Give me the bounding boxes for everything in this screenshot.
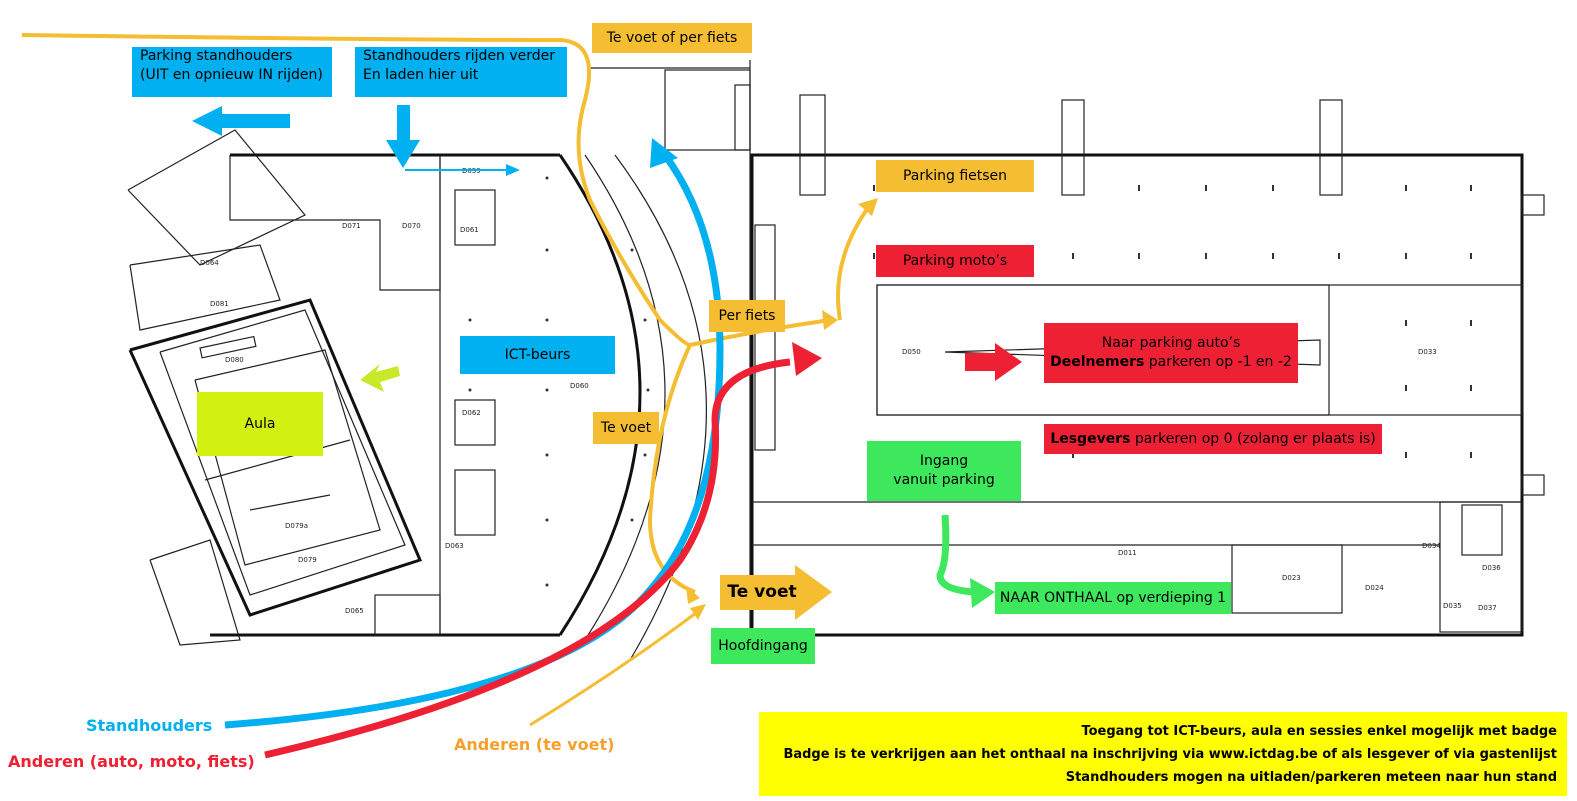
arrow-anderen-auto-icon [792,342,822,376]
room-label: D065 [345,607,364,615]
arrow-laden-uit-icon [386,105,420,168]
room-label: D011 [1118,549,1137,557]
route-anderen-voet-line [529,608,701,727]
room-label: D023 [1282,574,1301,582]
notice-line: Standhouders mogen na uitladen/parkeren … [1065,770,1557,785]
te-voet-big-arrow [720,565,832,620]
room-label: D035 [1443,602,1462,610]
room-label: D060 [570,382,589,390]
room-label: D034 [1422,542,1441,550]
room-label: D071 [342,222,361,230]
room-label: D062 [462,409,481,417]
label-te-voet-of-per-fiets: Te voet of per fiets [592,23,752,53]
label-naar-parking: Naar parking auto’s Deelnemers parkeren … [1044,323,1298,383]
arrow-per-fiets-icon [822,310,838,330]
route-voet-fiets-line [21,33,691,347]
room-label: D080 [225,356,244,364]
left-wing-plan [127,129,441,646]
room-label: D081 [210,300,229,308]
legend-standhouders: Standhouders [86,716,213,735]
room-label: D036 [1482,564,1501,572]
label-lesgevers-rest: parkeren op 0 (zolang er plaats is) [1130,430,1376,447]
route-fiets-up-line [836,203,872,321]
legend-anderen-voet: Anderen (te voet) [454,735,615,754]
stair-block-plan [590,60,751,635]
room-label: D079a [285,522,308,530]
label-deelnemers-rest: parkeren op -1 en -2 [1144,354,1292,370]
label-naar-onthaal: NAAR ONTHAAL op verdieping 1 [995,582,1231,614]
notice-line: Toegang tot ICT-beurs, aula en sessies e… [1081,724,1557,739]
room-label: D070 [402,222,421,230]
route-standhouders-line [224,152,724,729]
label-standhouders-rijden-line2: En laden hier uit [363,66,479,83]
label-ict-beurs: ICT-beurs [460,336,615,374]
room-label: D033 [1418,348,1437,356]
room-label: D037 [1478,604,1497,612]
room-label: D063 [445,542,464,550]
room-label: D024 [1365,584,1384,592]
arrow-anderen-voet-icon [690,604,706,620]
label-parking-standhouders-line2: (UIT en opnieuw IN rijden) [140,66,323,83]
route-arrows [21,33,1022,759]
label-lesgevers-bold: Lesgevers [1050,430,1131,447]
label-standhouders-rijden: Standhouders rijden verder En laden hier… [355,47,567,97]
label-deelnemers: Deelnemers [1050,354,1145,370]
arrow-fiets-up-icon [858,198,878,216]
room-label: D064 [200,259,219,267]
arrow-parking-standhouders-icon [192,106,290,136]
room-label: D050 [902,348,921,356]
label-te-voet-big: Te voet [727,581,797,602]
label-te-voet-small: Te voet [593,412,659,444]
route-onthaal-line [936,514,976,596]
label-parking-standhouders: Parking standhouders (UIT en opnieuw IN … [132,47,332,97]
label-aula: Aula [197,392,323,456]
label-hoofdingang: Hoofdingang [711,628,815,664]
ict-hall-plan [210,153,707,661]
label-parking-standhouders-line1: Parking standhouders [140,48,293,64]
label-parking-fietsen: Parking fietsen [876,160,1034,192]
arrow-te-voet-icon [686,586,700,604]
label-parking-motos: Parking moto’s [876,245,1034,277]
label-ingang-parking: Ingang vanuit parking [867,441,1021,501]
arrow-onthaal-icon [970,578,995,608]
label-naar-parking-line1: Naar parking auto’s [1101,335,1241,352]
route-anderen-auto-line [264,358,791,759]
room-labels: D071 D070 D059 D060 D061 D062 D063 D064 … [200,167,1501,615]
label-per-fiets: Per fiets [709,300,785,332]
label-naar-parking-line2: Deelnemers parkeren op -1 en -2 [1050,353,1292,372]
arrow-standhouders-up-icon [650,138,678,168]
arrow-aula-icon [360,364,400,392]
laden-uit-pointer-head-icon [506,164,520,176]
legend-anderen-auto: Anderen (auto, moto, fiets) [8,752,255,771]
room-label: D061 [460,226,479,234]
notice-box: Toegang tot ICT-beurs, aula en sessies e… [759,712,1567,796]
label-ingang-parking-line1: Ingang [919,453,969,470]
arrow-naar-parking-icon [965,343,1022,381]
notice-line: Badge is te verkrijgen aan het onthaal n… [783,747,1557,762]
label-standhouders-rijden-line1: Standhouders rijden verder [363,48,556,64]
label-lesgevers: Lesgevers parkeren op 0 (zolang er plaat… [1044,424,1382,454]
label-ingang-parking-line2: vanuit parking [893,472,995,488]
room-label: D079 [298,556,317,564]
